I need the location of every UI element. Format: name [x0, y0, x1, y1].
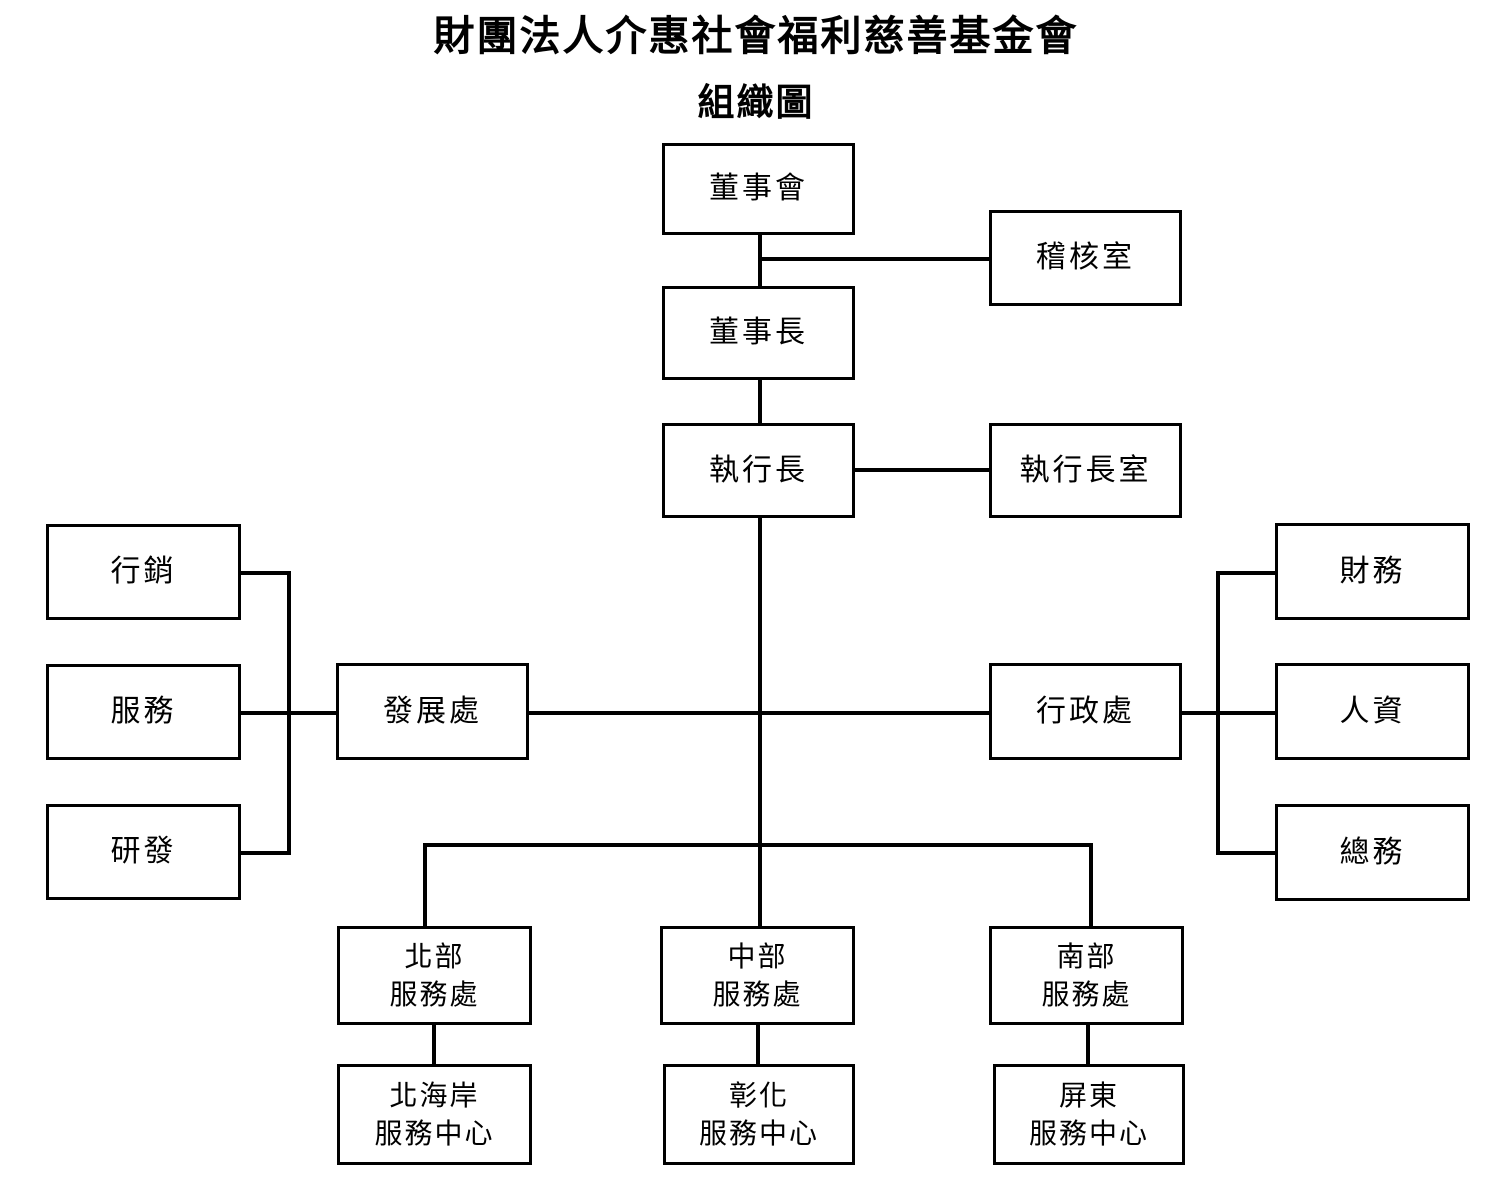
node-central-office[interactable]: 中部 服務處 [660, 926, 855, 1025]
connector-divisions-bus [240, 711, 1280, 715]
connector-development-marketing [240, 571, 291, 575]
connector-regional-south-drop [1089, 843, 1093, 927]
connector-north-to-northcoast [432, 1022, 436, 1068]
node-pingtung-center[interactable]: 屏東 服務中心 [993, 1064, 1185, 1165]
connector-development-rnd [240, 851, 291, 855]
connector-regional-central-drop [758, 843, 762, 927]
node-north-office[interactable]: 北部 服務處 [337, 926, 532, 1025]
node-audit-office[interactable]: 稽核室 [989, 210, 1182, 306]
connector-south-to-pingtung [1086, 1022, 1090, 1068]
node-hr[interactable]: 人資 [1275, 663, 1470, 760]
node-development-division[interactable]: 發展處 [336, 663, 529, 760]
connector-administration-generalaffairs [1216, 851, 1277, 855]
connector-central-to-changhua [756, 1022, 760, 1068]
node-finance[interactable]: 財務 [1275, 523, 1470, 620]
connector-chairman-ceo [758, 378, 762, 426]
node-general-affairs[interactable]: 總務 [1275, 804, 1470, 901]
connector-regional-north-drop [423, 843, 427, 927]
node-south-office[interactable]: 南部 服務處 [989, 926, 1184, 1025]
node-changhua-center[interactable]: 彰化 服務中心 [663, 1064, 855, 1165]
node-ceo-office[interactable]: 執行長室 [989, 423, 1182, 518]
node-north-coast-center[interactable]: 北海岸 服務中心 [337, 1064, 532, 1165]
node-administration-division[interactable]: 行政處 [989, 663, 1182, 760]
node-marketing[interactable]: 行銷 [46, 524, 241, 620]
page-title: 財團法人介惠社會福利慈善基金會 [433, 12, 1079, 60]
connector-ceo-trunk [758, 515, 762, 847]
connector-administration-branch-trunk [1216, 571, 1220, 855]
page-subtitle: 組織圖 [697, 80, 815, 124]
connector-board-audit [758, 257, 992, 261]
node-board[interactable]: 董事會 [662, 143, 855, 235]
node-ceo[interactable]: 執行長 [662, 423, 855, 518]
connector-administration-finance [1216, 571, 1277, 575]
connector-development-branch-trunk [287, 571, 291, 855]
node-service[interactable]: 服務 [46, 664, 241, 760]
node-rnd[interactable]: 研發 [46, 804, 241, 900]
connector-ceo-ceooffice [852, 468, 992, 472]
node-chairman[interactable]: 董事長 [662, 286, 855, 380]
